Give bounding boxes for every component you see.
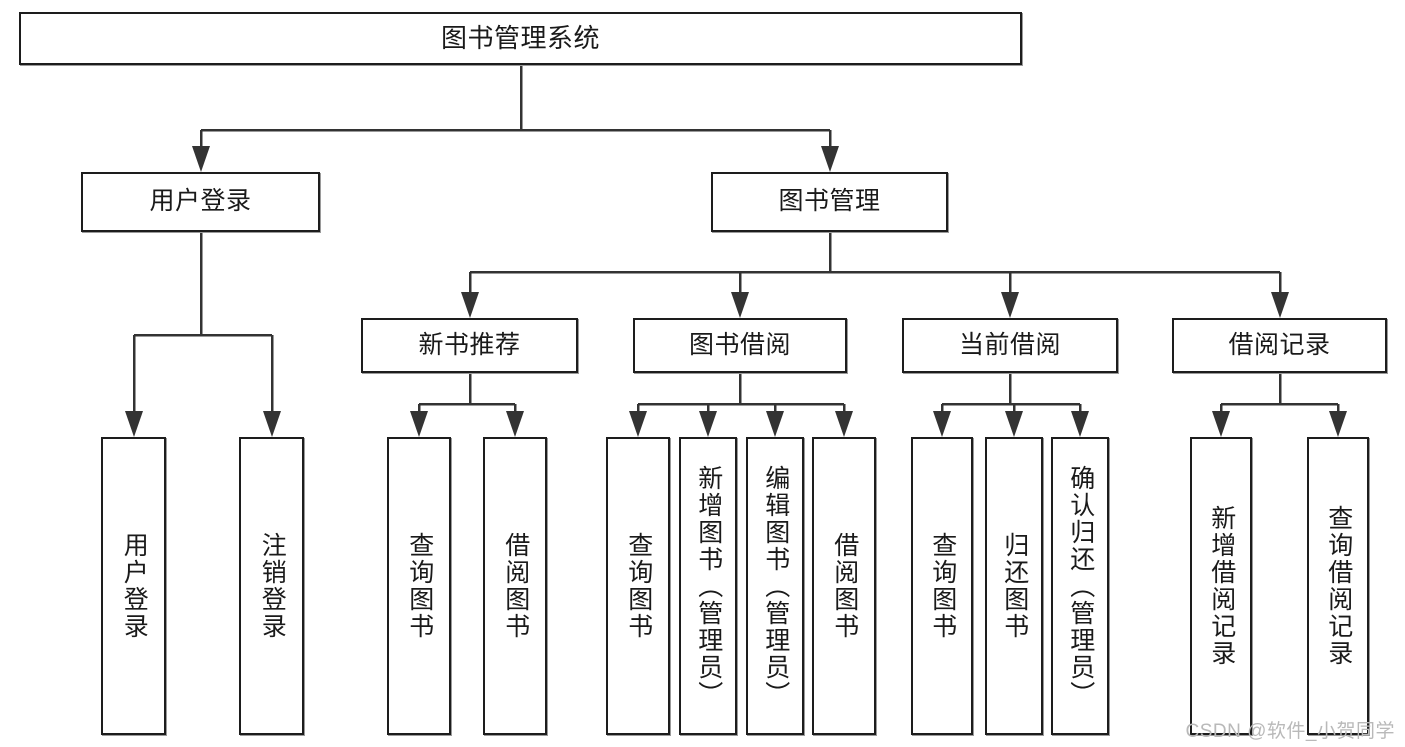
arrow-head-leaf-query-book-1 bbox=[410, 411, 428, 437]
node-user-login[interactable]: 用户登录 bbox=[81, 172, 320, 232]
node-label-leaf-query-book-2: 查询图书 bbox=[624, 532, 653, 640]
node-label-leaf-return-book: 归还图书 bbox=[1000, 532, 1029, 640]
node-label-leaf-add-book: 新增图书（管理员） bbox=[694, 464, 723, 708]
arrow-head-leaf-borrow-book-2 bbox=[835, 411, 853, 437]
node-label-borrow-record: 借阅记录 bbox=[1228, 330, 1331, 359]
arrow-head-borrow-record bbox=[1271, 292, 1289, 318]
node-leaf-query-book-1[interactable]: 查询图书 bbox=[387, 437, 451, 735]
node-label-leaf-borrow-book-2: 借阅图书 bbox=[830, 532, 859, 640]
arrow-head-current-borrow bbox=[1001, 292, 1019, 318]
node-label-book-borrow: 图书借阅 bbox=[688, 330, 791, 359]
node-new-book-rec[interactable]: 新书推荐 bbox=[361, 318, 578, 373]
node-label-leaf-logout: 注销登录 bbox=[258, 532, 287, 640]
watermark-text: CSDN @软件_小贺同学 bbox=[1185, 721, 1395, 742]
node-leaf-borrow-book-1[interactable]: 借阅图书 bbox=[483, 437, 547, 735]
node-leaf-borrow-book-2[interactable]: 借阅图书 bbox=[812, 437, 876, 735]
arrow-head-leaf-return-book bbox=[1005, 411, 1023, 437]
arrow-head-leaf-borrow-book-1 bbox=[506, 411, 524, 437]
node-leaf-return-book[interactable]: 归还图书 bbox=[985, 437, 1043, 735]
node-leaf-user-login[interactable]: 用户登录 bbox=[101, 437, 166, 735]
node-book-mgmt[interactable]: 图书管理 bbox=[711, 172, 948, 232]
node-label-new-book-rec: 新书推荐 bbox=[418, 330, 521, 359]
node-borrow-record[interactable]: 借阅记录 bbox=[1172, 318, 1387, 373]
arrow-head-user-login bbox=[192, 146, 210, 172]
node-current-borrow[interactable]: 当前借阅 bbox=[902, 318, 1118, 373]
arrow-head-book-mgmt bbox=[821, 146, 839, 172]
node-label-leaf-borrow-book-1: 借阅图书 bbox=[501, 532, 530, 640]
arrow-head-leaf-user-login bbox=[125, 411, 143, 437]
node-leaf-query-record[interactable]: 查询借阅记录 bbox=[1307, 437, 1369, 735]
node-label-root: 图书管理系统 bbox=[440, 23, 600, 54]
node-leaf-query-book-2[interactable]: 查询图书 bbox=[606, 437, 670, 735]
arrow-head-leaf-query-book-3 bbox=[933, 411, 951, 437]
node-label-current-borrow: 当前借阅 bbox=[958, 330, 1061, 359]
node-leaf-edit-book[interactable]: 编辑图书（管理员） bbox=[746, 437, 804, 735]
node-label-leaf-confirm-return: 确认归还（管理员） bbox=[1066, 464, 1095, 708]
node-label-leaf-add-record: 新增借阅记录 bbox=[1207, 505, 1236, 667]
node-label-leaf-query-book-3: 查询图书 bbox=[928, 532, 957, 640]
arrow-head-leaf-confirm-return bbox=[1071, 411, 1089, 437]
node-leaf-confirm-return[interactable]: 确认归还（管理员） bbox=[1051, 437, 1109, 735]
node-leaf-logout[interactable]: 注销登录 bbox=[239, 437, 304, 735]
node-label-leaf-user-login: 用户登录 bbox=[120, 532, 149, 640]
arrow-head-new-book-rec bbox=[461, 292, 479, 318]
node-label-book-mgmt: 图书管理 bbox=[778, 187, 881, 216]
arrow-head-leaf-query-record bbox=[1329, 411, 1347, 437]
arrow-head-book-borrow bbox=[731, 292, 749, 318]
arrow-head-leaf-add-book bbox=[699, 411, 717, 437]
node-label-user-login: 用户登录 bbox=[149, 187, 252, 216]
node-leaf-query-book-3[interactable]: 查询图书 bbox=[911, 437, 973, 735]
node-label-leaf-query-record: 查询借阅记录 bbox=[1324, 505, 1353, 667]
node-label-leaf-query-book-1: 查询图书 bbox=[405, 532, 434, 640]
node-book-borrow[interactable]: 图书借阅 bbox=[633, 318, 847, 373]
arrow-head-leaf-query-book-2 bbox=[629, 411, 647, 437]
node-leaf-add-book[interactable]: 新增图书（管理员） bbox=[679, 437, 737, 735]
arrow-head-leaf-logout bbox=[263, 411, 281, 437]
arrow-head-leaf-edit-book bbox=[766, 411, 784, 437]
node-leaf-add-record[interactable]: 新增借阅记录 bbox=[1190, 437, 1252, 735]
node-root[interactable]: 图书管理系统 bbox=[19, 12, 1022, 65]
arrow-head-leaf-add-record bbox=[1212, 411, 1230, 437]
node-label-leaf-edit-book: 编辑图书（管理员） bbox=[761, 464, 790, 708]
